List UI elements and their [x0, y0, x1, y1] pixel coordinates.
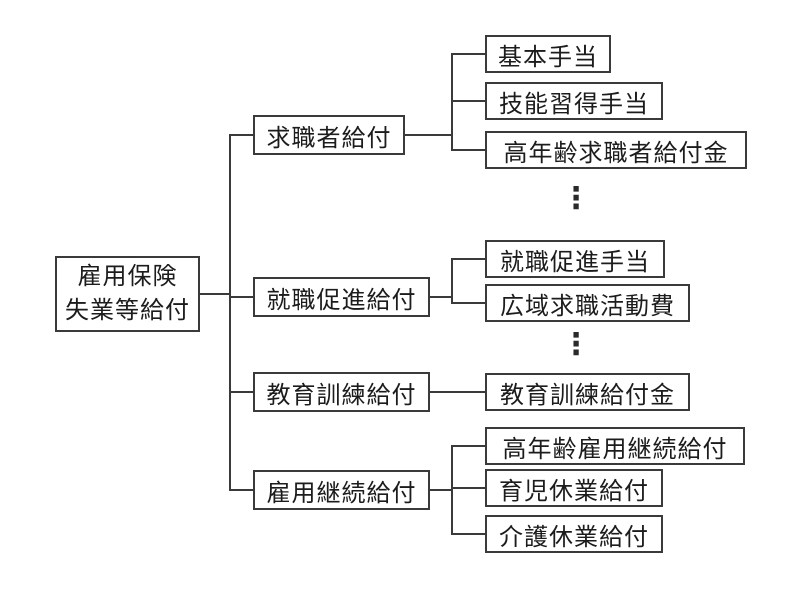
node-leaf-wide-area-job-search-expenses: 広域求職活動費	[485, 284, 690, 322]
node-leaf-skill-acquisition-allowance: 技能習得手当	[485, 82, 663, 120]
node-leaf-elderly-employment-continuation-benefit: 高年齢雇用継続給付	[485, 427, 745, 465]
node-root-employment-insurance: 雇用保険 失業等給付	[55, 256, 200, 332]
node-leaf-education-training-benefit: 教育訓練給付金	[485, 373, 690, 411]
vertical-ellipsis-employment-promotion-group: ⋮	[561, 328, 591, 361]
node-group-employment-promotion-benefits: 就職促進給付	[253, 277, 430, 317]
node-leaf-basic-allowance: 基本手当	[485, 35, 611, 73]
node-group-employment-continuation-benefits: 雇用継続給付	[253, 470, 430, 510]
node-group-education-training-benefits: 教育訓練給付	[253, 372, 430, 412]
root-label-line1: 雇用保険	[77, 263, 178, 290]
node-leaf-elderly-jobseeker-benefit: 高年齢求職者給付金	[485, 131, 747, 169]
node-leaf-employment-promotion-allowance: 就職促進手当	[485, 240, 665, 278]
node-leaf-childcare-leave-benefit: 育児休業給付	[485, 469, 663, 507]
node-group-jobseeker-benefits: 求職者給付	[253, 115, 405, 155]
vertical-ellipsis-jobseeker-group: ⋮	[561, 182, 591, 215]
root-label-line2: 失業等給付	[65, 297, 190, 324]
node-leaf-caregiver-leave-benefit: 介護休業給付	[485, 515, 663, 553]
